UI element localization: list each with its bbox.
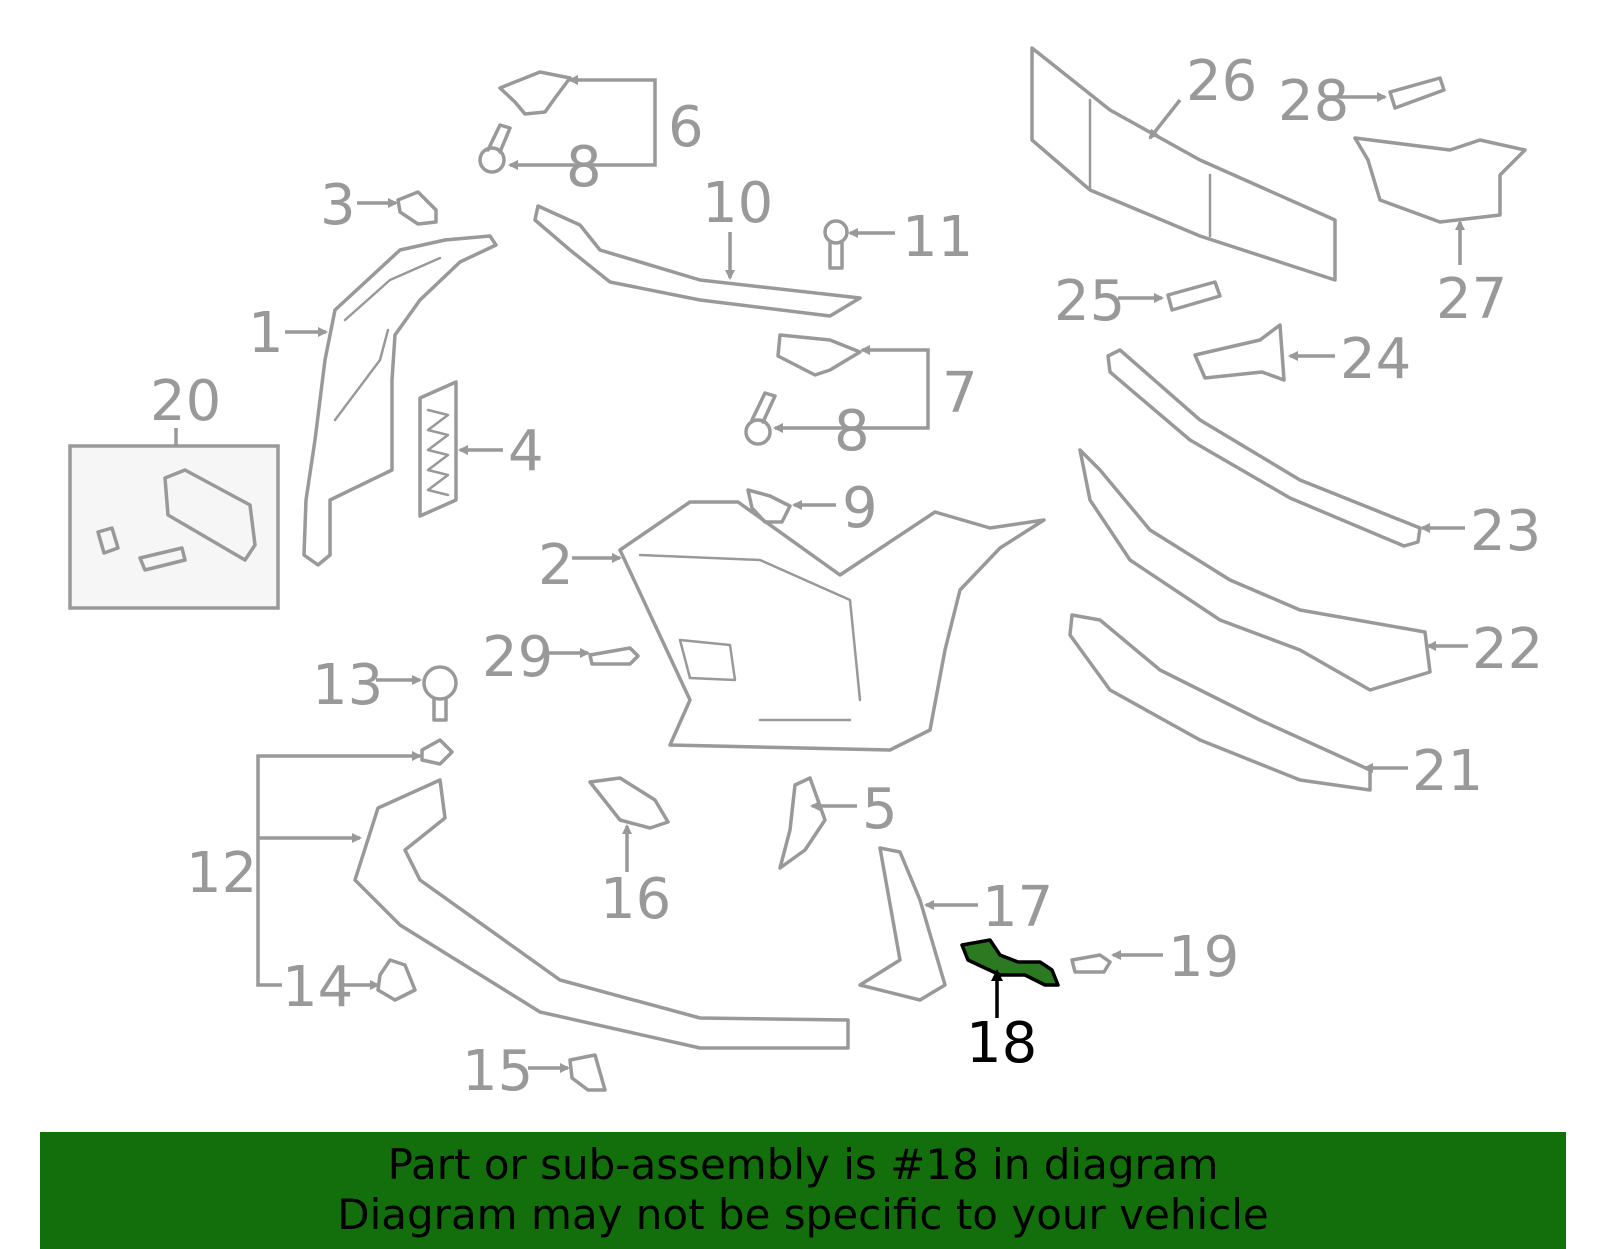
callout-5: 5 — [862, 777, 898, 842]
callout-29: 29 — [482, 625, 553, 690]
part-20-kit-box — [68, 444, 280, 610]
banner-line-1: Part or sub-assembly is #18 in diagram — [387, 1140, 1219, 1189]
part-6-bracket — [498, 70, 572, 116]
part-12-clip — [420, 738, 454, 766]
callout-labels: 1 2 3 4 5 6 7 8 8 9 10 11 12 13 14 15 16… — [150, 49, 1543, 1104]
part-26-inner — [1088, 98, 1212, 238]
callout-6: 6 — [668, 95, 704, 160]
part-5-bracket — [778, 776, 827, 870]
part-13-bolt — [422, 665, 458, 722]
callout-1: 1 — [248, 301, 284, 366]
part-18-highlighted[interactable] — [960, 938, 1060, 987]
part-22-absorber — [1078, 448, 1432, 692]
part-15-clip — [568, 1053, 607, 1092]
part-8-bolt-upper — [478, 123, 512, 174]
callout-28: 28 — [1278, 69, 1349, 134]
callout-10: 10 — [702, 171, 773, 236]
callout-20: 20 — [150, 369, 221, 434]
callout-4: 4 — [508, 419, 544, 484]
part-28-bolt — [1388, 76, 1446, 110]
part-19-bolt — [1070, 953, 1112, 974]
info-banner: Part or sub-assembly is #18 in diagram D… — [40, 1132, 1566, 1249]
part-20-bolt — [138, 546, 187, 572]
callout-22: 22 — [1472, 617, 1543, 682]
part-1-inner — [333, 256, 442, 422]
callout-19: 19 — [1168, 925, 1239, 990]
part-4-strip — [418, 380, 458, 518]
callout-12: 12 — [186, 841, 257, 906]
part-11-bolt — [823, 219, 849, 270]
leader-lines — [174, 75, 1468, 1073]
callout-17: 17 — [982, 875, 1053, 940]
callout-8-lower: 8 — [834, 399, 870, 464]
callout-26: 26 — [1186, 49, 1257, 114]
part-23-long-bar — [1106, 348, 1422, 548]
callout-9: 9 — [842, 476, 878, 541]
callout-8-upper: 8 — [566, 135, 602, 200]
part-10-bar — [533, 204, 862, 318]
part-9-clip — [746, 488, 792, 524]
callout-25: 25 — [1054, 269, 1125, 334]
callout-24: 24 — [1340, 327, 1411, 392]
banner-line-2: Diagram may not be specific to your vehi… — [337, 1190, 1269, 1239]
part-2-inner — [638, 553, 862, 722]
part-27-bracket — [1353, 136, 1527, 224]
part-4-zigzag — [426, 408, 450, 497]
callout-27: 27 — [1436, 267, 1507, 332]
part-3-clip — [396, 190, 438, 226]
part-17-bracket — [858, 846, 947, 1002]
part-24-absorber — [1193, 323, 1286, 382]
part-16-cover — [588, 776, 670, 830]
callout-23: 23 — [1470, 499, 1541, 564]
part-20-nut — [96, 526, 120, 555]
part-1-fender-liner — [302, 234, 498, 567]
parts-diagram: 1 2 3 4 5 6 7 8 8 9 10 11 12 13 14 15 16… — [68, 46, 1543, 1104]
part-21-lower-absorber — [1068, 613, 1372, 792]
part-12-lower-lip — [353, 778, 850, 1050]
part-14-clip — [376, 958, 417, 1002]
callout-14: 14 — [282, 955, 353, 1020]
callout-15: 15 — [462, 1039, 533, 1104]
part-20-plate — [163, 468, 257, 562]
part-29-trim — [588, 646, 640, 666]
callout-2: 2 — [538, 533, 574, 598]
callout-21: 21 — [1412, 739, 1483, 804]
callout-13: 13 — [312, 653, 383, 718]
callout-18-highlighted: 18 — [966, 1011, 1037, 1076]
callout-7: 7 — [942, 361, 978, 426]
part-7-bracket — [776, 333, 862, 377]
part-25-bolt — [1166, 280, 1222, 312]
part-26-beam — [1030, 46, 1337, 282]
callout-11: 11 — [902, 205, 973, 270]
callout-3: 3 — [320, 173, 356, 238]
callout-16: 16 — [600, 867, 671, 932]
part-8-bolt-lower — [744, 391, 777, 446]
part-2-bumper-cover — [618, 500, 1046, 752]
